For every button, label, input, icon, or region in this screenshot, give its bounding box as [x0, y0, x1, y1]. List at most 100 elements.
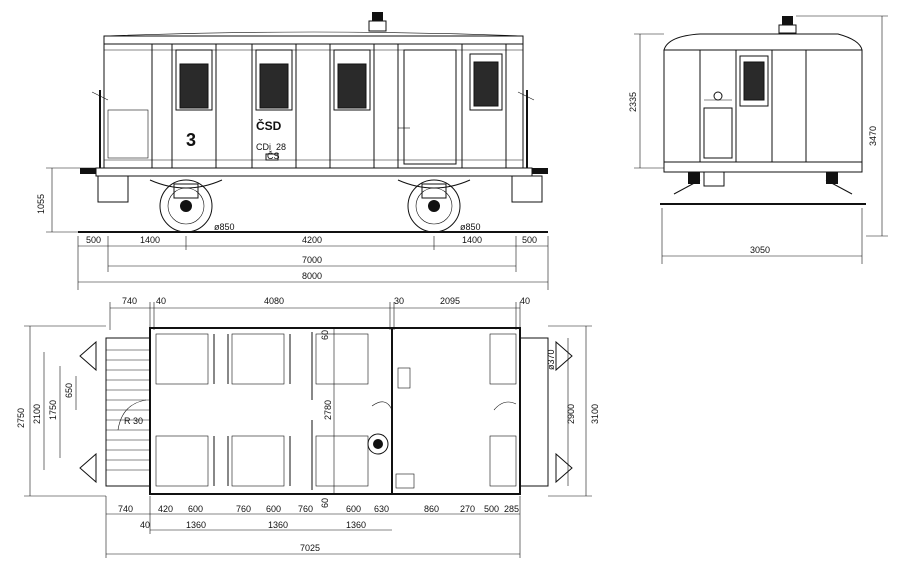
roof-lamp-left-base — [368, 20, 387, 32]
end-panel-left — [107, 109, 149, 159]
end-roof-lamp — [782, 16, 793, 25]
wheel-dia-right: ø850 — [460, 222, 481, 232]
plate-text: ČS — [267, 151, 280, 161]
end-overall-height: 3470 — [868, 126, 878, 146]
right-dim-1: 2900 — [566, 404, 576, 424]
plan-b1-11: 285 — [504, 504, 519, 514]
roof — [103, 35, 524, 45]
buffer-right — [532, 168, 548, 174]
end-door-swing — [493, 401, 517, 411]
dim-b1-1: 1400 — [140, 235, 160, 245]
end-step-left — [673, 179, 701, 195]
platform-grating — [106, 349, 150, 471]
end-body-height: 2335 — [628, 92, 638, 112]
end-buffer-left — [688, 172, 700, 184]
plan-b2-0: 40 — [140, 520, 150, 530]
stove-core — [373, 439, 383, 449]
roof-curve — [103, 31, 524, 37]
type-code: CDi — [256, 142, 271, 152]
cabinet — [397, 367, 411, 389]
end-step-right — [825, 179, 853, 195]
end-roof-lamp-base — [778, 24, 797, 34]
plan-buffer-right-bottom — [555, 452, 573, 484]
step-left — [97, 175, 129, 203]
inner-door-swing — [371, 401, 393, 411]
plan-b1-1: 420 — [158, 504, 173, 514]
right-dim-0: ø370 — [546, 349, 556, 370]
plan-b1-9: 270 — [460, 504, 475, 514]
door — [403, 49, 457, 165]
seat-t2 — [231, 333, 285, 385]
bottom-inner-left: 60 — [320, 498, 330, 508]
window-3-frame — [333, 49, 371, 111]
window-1-frame — [175, 49, 213, 111]
bench-right-top — [489, 333, 517, 385]
box — [395, 473, 415, 489]
plan-b1-10: 500 — [484, 504, 499, 514]
window-4 — [473, 61, 499, 107]
plan-b1-5: 760 — [298, 504, 313, 514]
dim-b1-4: 500 — [522, 235, 537, 245]
dim-b1-2: 4200 — [302, 235, 322, 245]
end-handbrake-wheel — [713, 91, 723, 101]
plan-b2-2: 1360 — [268, 520, 288, 530]
plan-b1-3: 760 — [236, 504, 251, 514]
end-window-frame — [739, 55, 769, 107]
plan-buffer-left-bottom — [79, 452, 97, 484]
left-dim-1: 2100 — [32, 404, 42, 424]
axlebox-right — [421, 183, 447, 199]
plan-platform-left — [105, 337, 151, 487]
side-view: 3 ČSD CDi 28 ČS ø850 — [36, 12, 549, 290]
seat-t1 — [155, 333, 209, 385]
plan-b1-4: 600 — [266, 504, 281, 514]
bench-right-bottom — [489, 435, 517, 487]
left-dim-3: 650 — [64, 383, 74, 398]
plan-b1-2: 600 — [188, 504, 203, 514]
plan-b1-0: 740 — [118, 504, 133, 514]
step-right — [511, 175, 543, 203]
door-swing-arc — [117, 399, 147, 431]
plan-buffer-left-top — [79, 340, 97, 372]
plan-b1-6: 600 — [346, 504, 361, 514]
end-headstock — [663, 161, 863, 173]
lamp-bracket-right — [517, 91, 535, 101]
carbody — [103, 43, 524, 169]
end-door-gate — [703, 107, 733, 159]
plan-b1-8: 860 — [424, 504, 439, 514]
underframe — [95, 167, 533, 177]
plan-overall-length: 7025 — [300, 543, 320, 553]
end-window — [743, 61, 765, 101]
class-numeral: 3 — [186, 130, 196, 150]
number-plate — [265, 153, 279, 161]
buffer-left — [80, 168, 96, 174]
left-dim-2: 1750 — [48, 400, 58, 420]
right-dim-2: 3100 — [590, 404, 600, 424]
plan-view: 740 40 4080 30 2095 40 — [16, 296, 600, 558]
plan-top-0: 740 — [122, 296, 137, 306]
dim-height: 1055 — [36, 194, 46, 214]
plan-top-2: 4080 — [264, 296, 284, 306]
dim-b1-3: 1400 — [462, 235, 482, 245]
window-1 — [179, 63, 209, 109]
roof-lamp-left — [372, 12, 383, 21]
dim-wheelbase: 7000 — [302, 255, 322, 265]
end-roof — [663, 33, 863, 51]
plan-top-1: 40 — [156, 296, 166, 306]
stove — [367, 433, 389, 455]
plan-b2-1: 1360 — [186, 520, 206, 530]
plan-platform-right — [519, 337, 549, 487]
car-number: 28 — [276, 142, 286, 152]
dim-b1-0: 500 — [86, 235, 101, 245]
seat-b1 — [155, 435, 209, 487]
top-inner-left: 60 — [320, 330, 330, 340]
plan-top-4: 2095 — [440, 296, 460, 306]
wheel-left-hub — [180, 200, 192, 212]
end-width: 3050 — [750, 245, 770, 255]
axlebox-left — [173, 183, 199, 199]
window-2 — [259, 63, 289, 109]
dim-overall: 8000 — [302, 271, 322, 281]
window-4-frame — [469, 53, 503, 111]
seat-t3 — [315, 333, 369, 385]
seat-b2 — [231, 435, 285, 487]
